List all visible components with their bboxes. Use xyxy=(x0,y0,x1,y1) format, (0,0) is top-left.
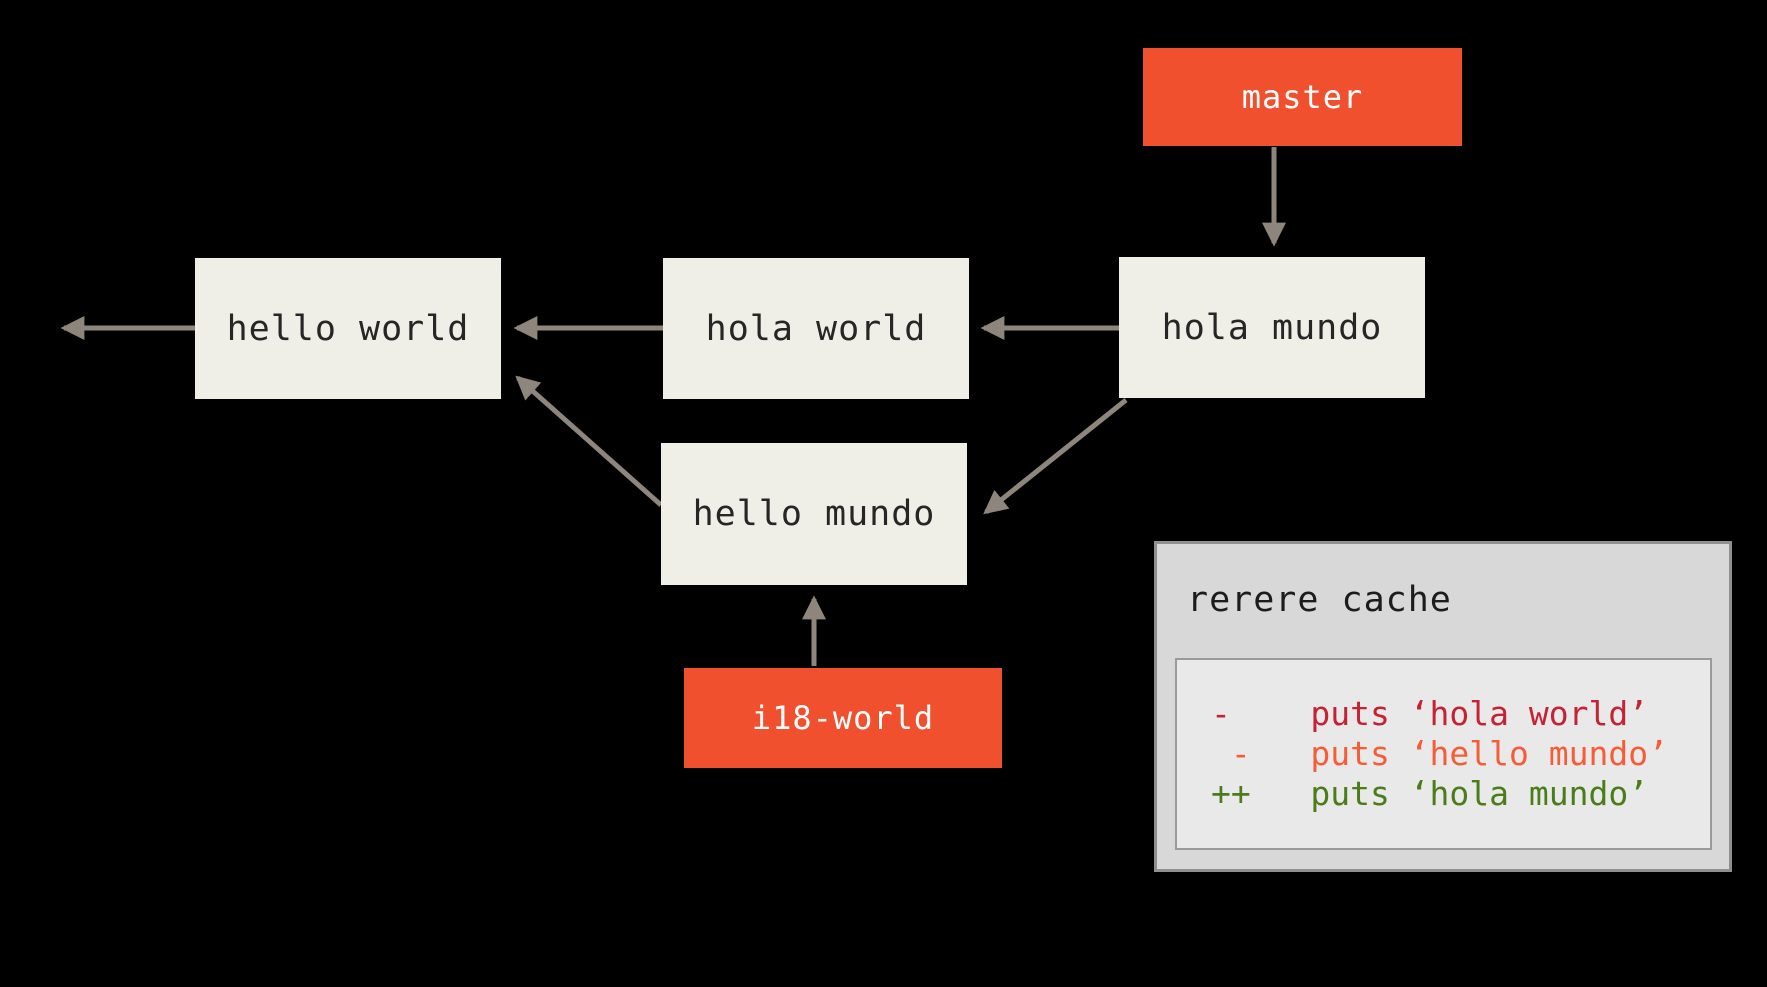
commit-label-hola-world: hola world xyxy=(705,308,927,349)
commit-node-hello-mundo: hello mundo xyxy=(661,443,967,585)
branch-label-i18-world: i18-world xyxy=(684,668,1002,768)
rerere-cache-panel: rerere cache - puts ‘hola world’ - puts … xyxy=(1154,541,1732,872)
commit-node-hello-world: hello world xyxy=(195,258,501,399)
commit-label-hola-mundo: hola mundo xyxy=(1161,307,1383,348)
branch-label-master: master xyxy=(1143,48,1462,146)
diff-line-removed-theirs: - puts ‘hello mundo’ xyxy=(1211,734,1668,773)
diff-line-removed-ours: - puts ‘hola world’ xyxy=(1211,694,1649,733)
commit-node-hola-world: hola world xyxy=(663,258,969,399)
branch-label-master-text: master xyxy=(1241,78,1364,116)
arrow-hola-mundo-to-hello-mundo xyxy=(983,398,1128,515)
commit-label-hello-world: hello world xyxy=(226,308,470,349)
commit-node-hola-mundo: hola mundo xyxy=(1119,257,1425,398)
branch-label-i18-world-text: i18-world xyxy=(751,699,935,737)
rerere-cache-title: rerere cache xyxy=(1187,580,1452,620)
rerere-cache-diff: - puts ‘hola world’ - puts ‘hello mundo’… xyxy=(1211,694,1710,814)
arrow-hello-mundo-to-hello-world xyxy=(515,375,663,507)
diff-line-added-resolution: ++ puts ‘hola mundo’ xyxy=(1211,774,1649,813)
rerere-cache-diff-box: - puts ‘hola world’ - puts ‘hello mundo’… xyxy=(1175,658,1712,850)
commit-label-hello-mundo: hello mundo xyxy=(692,494,936,534)
